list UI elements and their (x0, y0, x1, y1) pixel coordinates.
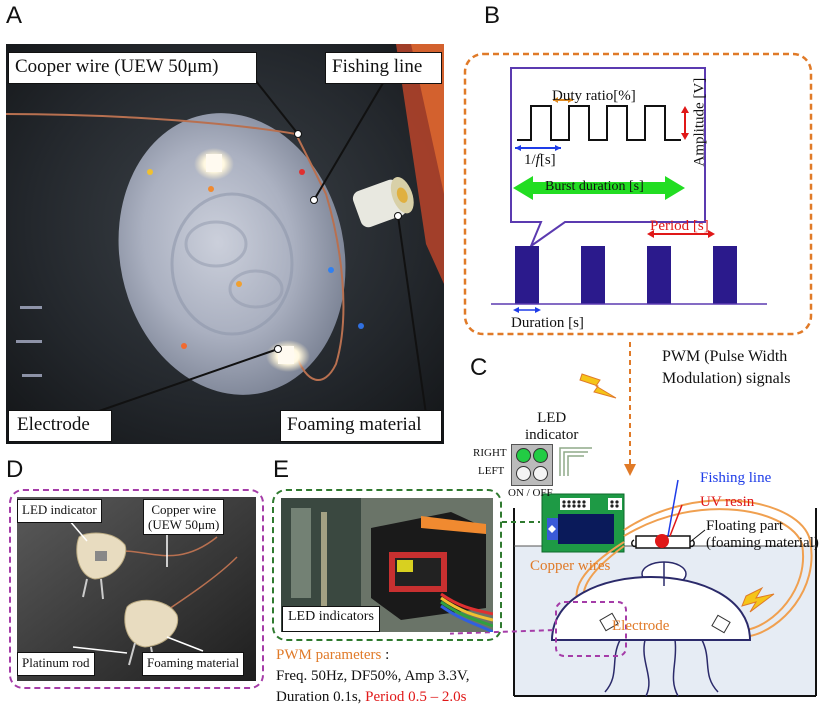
lightning-icon-bottom (741, 586, 775, 613)
floating-part-line2: (foaming material) (706, 535, 819, 551)
pwm-parameters-line3: Duration 0.1s, Period 0.5 – 2.0s (276, 687, 469, 708)
system-diagram-svg (259, 342, 817, 697)
frequency-label: 1/f[s] (524, 152, 556, 169)
lightning-icon-top (579, 373, 617, 399)
led-indicator-label-d: LED indicator (17, 499, 102, 523)
panel-label-e: E (273, 456, 290, 483)
floating-part-label: Floating part (foaming material) (706, 518, 819, 552)
frequency-prefix: 1/ (524, 152, 536, 168)
panel-label-c: C (470, 354, 488, 381)
period-label: Period [s] (650, 218, 709, 234)
pwm-signal-svg (463, 52, 813, 336)
amplitude-label: Amplitude [V] (691, 77, 708, 167)
pwm-note: PWM (Pulse Width Modulation) signals (662, 346, 790, 390)
copper-wire-d-line2: (UEW 50μm) (148, 517, 220, 532)
burst-zoom-callout (510, 67, 706, 249)
pulse-4 (713, 246, 737, 304)
electrode-highlight (555, 601, 627, 657)
pulse-1 (515, 246, 539, 304)
pwm-parameters-title-row: PWM parameters : (276, 645, 469, 666)
uv-resin (655, 534, 669, 548)
copper-wire-label: Cooper wire (UEW 50μm) (8, 52, 257, 84)
led-left-1 (516, 466, 531, 481)
pwm-signal-diagram (455, 40, 817, 340)
uv-resin-label: UV resin (700, 494, 755, 510)
frequency-f: f (535, 152, 540, 168)
led-right-1 (516, 448, 531, 463)
battery (558, 514, 614, 544)
jellyfish-bell (550, 576, 752, 641)
foaming-material-label-d: Foaming material (142, 652, 245, 676)
fishing-line-label: Fishing line (325, 52, 442, 84)
led-left-2 (533, 466, 548, 481)
copper-wire-d-line1: Copper wire (151, 502, 216, 517)
amplitude-label-wrap: Amplitude [V] (690, 78, 710, 168)
pwm-parameters-period: Period 0.5 – 2.0s (365, 689, 467, 705)
led-right-label: RIGHT (473, 447, 507, 459)
led-indicator-panel (511, 444, 553, 486)
pulse-3 (647, 246, 671, 304)
led-title-line1: LED (537, 410, 567, 426)
panel-label-a: A (6, 2, 23, 29)
panel-b-frame (463, 52, 813, 336)
pulse-2 (581, 246, 605, 304)
duty-ratio-label: Duty ratio[%] (552, 88, 636, 104)
led-on-off-label: ON / OFF (508, 487, 553, 499)
led-indicators-label: LED indicators (282, 606, 380, 632)
floating-part-line1: Floating part (706, 518, 784, 534)
square-wave (517, 105, 681, 141)
platinum-rod-label: Platinum rod (17, 652, 95, 676)
panel-label-b: B (484, 2, 501, 29)
pwm-parameters-line3-prefix: Duration 0.1s, (276, 689, 366, 705)
fishing-line-label-c: Fishing line (700, 470, 772, 486)
pwm-parameters-colon: : (381, 647, 390, 663)
copper-wires-label: Copper wires (530, 558, 611, 574)
electrode-photo (17, 497, 256, 681)
duration-label: Duration [s] (511, 315, 584, 331)
copper-wire-label-d: Copper wire (UEW 50μm) (143, 499, 225, 535)
pwm-parameters-line2: Freq. 50Hz, DF50%, Amp 3.3V, (276, 668, 470, 684)
pwm-note-line1: PWM (Pulse Width (662, 348, 788, 365)
led-indicator-title: LED indicator (525, 410, 578, 444)
burst-duration-arrow (513, 176, 685, 200)
led-title-line2: indicator (525, 427, 579, 443)
burst-duration-label: Burst duration [s] (545, 179, 644, 194)
pwm-note-line2: Modulation) signals (662, 370, 791, 387)
frequency-suffix: [s] (539, 152, 556, 168)
panel-label-d: D (6, 456, 24, 483)
led-right-2 (533, 448, 548, 463)
foaming-material-label: Foaming material (280, 410, 442, 442)
jellyfish-photo (5, 44, 444, 444)
jellyfish-photo-illustration (5, 44, 444, 444)
electrode-label: Electrode (8, 410, 112, 442)
system-diagram (259, 330, 820, 708)
panel-d-frame (9, 489, 264, 689)
led-left-label: LEFT (478, 465, 505, 477)
pwm-parameters-title: PWM parameters (276, 647, 382, 663)
electrode-label-c: Electrode (612, 618, 670, 634)
pwm-parameters: PWM parameters : Freq. 50Hz, DF50%, Amp … (276, 645, 469, 708)
